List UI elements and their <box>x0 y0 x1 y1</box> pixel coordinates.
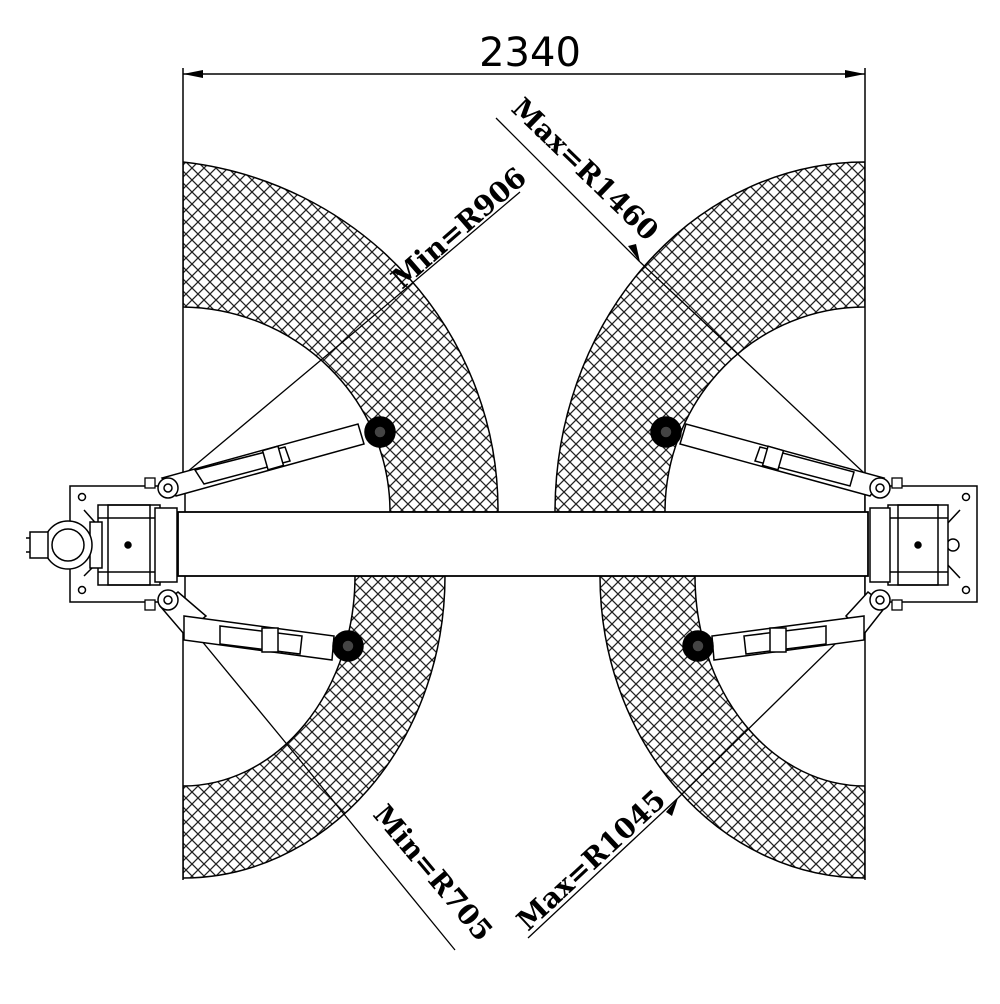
lift-arm-top-right <box>650 416 891 499</box>
power-unit-motor <box>26 520 103 570</box>
swing-zone-bottom-left <box>183 575 446 879</box>
lift-arm-bottom-right <box>682 589 891 662</box>
width-dimension: 2340 <box>183 30 865 78</box>
lift-arm-top-left <box>157 416 396 499</box>
radius-label-bottom-right: Max=R1045 <box>510 783 672 937</box>
swing-zone-top-left <box>183 161 499 513</box>
radius-label-bottom-left: Min=R705 <box>367 798 500 947</box>
radius-label-top-right: Max=R1460 <box>505 91 665 247</box>
left-column <box>97 504 178 586</box>
overhead-beam <box>177 511 869 577</box>
lift-arm-bottom-left <box>157 589 364 662</box>
radius-label-top-left: Min=R906 <box>385 161 533 296</box>
swing-zone-bottom-right <box>599 575 865 879</box>
swing-zone-top-right <box>554 161 865 513</box>
radius-leaders <box>167 117 881 951</box>
width-dimension-label: 2340 <box>479 30 581 76</box>
arm-lock-details <box>144 477 903 611</box>
right-column <box>869 504 949 586</box>
